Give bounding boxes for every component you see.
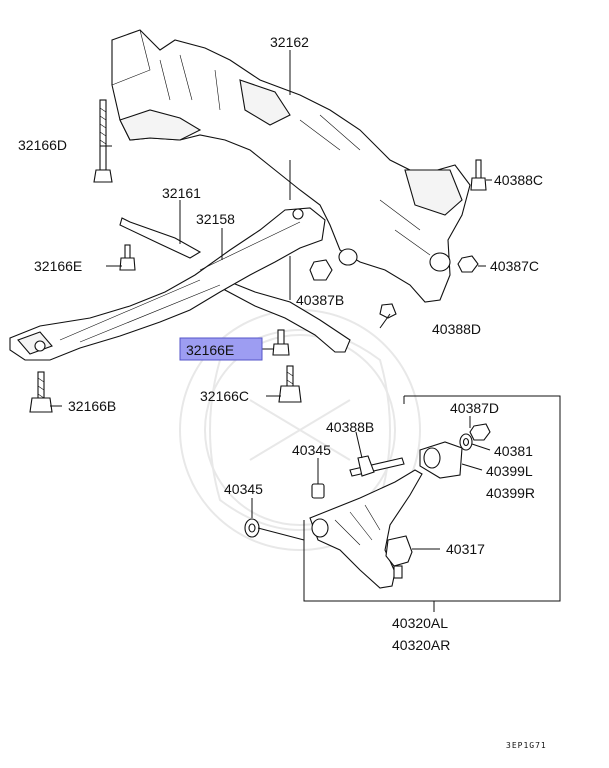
washer-40345-upper[interactable] xyxy=(311,483,325,499)
label-32158: 32158 xyxy=(196,211,235,227)
label-40399R: 40399R xyxy=(486,485,535,501)
label-40317: 40317 xyxy=(446,541,485,557)
bolt-32166E-left[interactable] xyxy=(119,244,136,271)
bolt-40388D[interactable] xyxy=(379,303,397,319)
diagram-code: 3EP1G71 xyxy=(506,741,547,750)
nut-40387D[interactable] xyxy=(469,423,491,441)
label-40381: 40381 xyxy=(494,443,533,459)
label-32166E-highlight: 32166E xyxy=(186,342,234,358)
washer-40345-lower[interactable] xyxy=(244,518,260,538)
lower-arm-40320[interactable] xyxy=(309,469,423,589)
part-labels: 32162 32166D 40388C 32161 32158 32166E 4… xyxy=(18,34,547,750)
lower-arm-group-box xyxy=(303,395,561,602)
bracket-32161[interactable] xyxy=(119,217,351,353)
label-40345-upper: 40345 xyxy=(292,442,331,458)
label-32166B: 32166B xyxy=(68,398,116,414)
label-32166C: 32166C xyxy=(200,388,249,404)
label-40345-lower: 40345 xyxy=(224,481,263,497)
label-32161: 32161 xyxy=(162,185,201,201)
highlight-box xyxy=(179,337,263,361)
label-40388D: 40388D xyxy=(432,321,481,337)
bushing-40399[interactable] xyxy=(419,441,463,479)
nut-40387B[interactable] xyxy=(309,259,333,281)
label-32166E-left: 32166E xyxy=(34,258,82,274)
bolt-32166D[interactable] xyxy=(93,99,113,183)
label-40387B: 40387B xyxy=(296,292,344,308)
label-40320AL: 40320AL xyxy=(392,615,448,631)
label-40399L: 40399L xyxy=(486,463,533,479)
crossmember-32158[interactable] xyxy=(9,207,326,361)
bolt-32166C[interactable] xyxy=(278,365,302,403)
leader-lines xyxy=(50,50,492,612)
crossmember-32162[interactable] xyxy=(111,29,471,303)
nut-40387C[interactable] xyxy=(457,255,479,273)
bolt-32166B[interactable] xyxy=(29,371,53,413)
label-40320AR: 40320AR xyxy=(392,637,450,653)
bolt-40388B[interactable] xyxy=(349,455,405,477)
ball-joint-boot-40317[interactable] xyxy=(385,535,413,579)
label-40387D: 40387D xyxy=(450,400,499,416)
label-32166D: 32166D xyxy=(18,137,67,153)
washer-40381[interactable] xyxy=(459,433,473,451)
label-40388C: 40388C xyxy=(494,172,543,188)
label-32162: 32162 xyxy=(270,34,309,50)
bolt-32166E-right[interactable] xyxy=(272,329,290,356)
bolt-40388C[interactable] xyxy=(470,159,487,191)
label-40387C: 40387C xyxy=(490,258,539,274)
label-40388B: 40388B xyxy=(326,419,374,435)
